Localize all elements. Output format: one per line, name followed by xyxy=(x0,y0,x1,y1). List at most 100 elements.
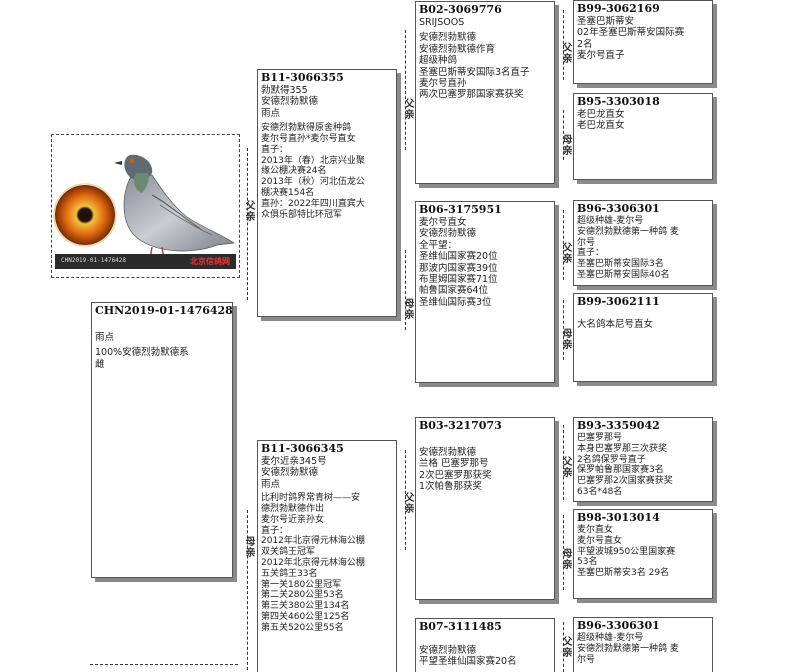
sss-card: B99-3062169 圣塞巴斯蒂安 02年圣塞巴斯蒂安国际赛 2名 麦尔号直子 xyxy=(573,0,713,84)
sire-line: 直子： xyxy=(261,144,289,155)
ss-line: SRIJSOOS xyxy=(419,17,465,28)
dam-dam-card: B07-3111485 安德烈勃默德 平望圣维仙国家赛20名 xyxy=(415,618,555,672)
dss-line: 2名鸽保罗号直子 xyxy=(577,454,646,465)
subject-line: 雌 xyxy=(95,358,105,370)
sire-line: 安德烈勃默德 xyxy=(261,96,319,108)
connector-line xyxy=(563,210,564,280)
connector-line xyxy=(563,515,564,590)
dss-line: 本身巴塞罗那三次获奖 xyxy=(577,443,668,454)
sire-line: 安德烈勃默得原舍种鸽 xyxy=(261,123,352,134)
sss-line: 02年圣塞巴斯蒂安国际赛 xyxy=(577,27,685,39)
ss-line: 安德烈勃默德作育 xyxy=(419,43,496,55)
sd-line: 那波内国家赛39位 xyxy=(419,262,498,274)
pigeon-image xyxy=(53,154,235,260)
sdd-ring: B99-3062111 xyxy=(577,295,660,308)
sd-line: 布里姆国家赛71位 xyxy=(419,274,498,286)
ds-ring: B03-3217073 xyxy=(419,419,502,432)
dsd-line: 麦尔号直女 xyxy=(577,535,623,546)
ss-line: 两次巴塞罗那国家赛获奖 xyxy=(419,89,524,101)
label-mother: 母亲 xyxy=(560,548,571,570)
dam-line: 第五关520公里55名 xyxy=(261,622,344,633)
dd-ring: B07-3111485 xyxy=(419,620,502,633)
dss-ring: B93-3359042 xyxy=(577,419,660,432)
sd-line: 麦尔号直女 xyxy=(419,217,467,228)
sd-line: 圣维仙国家赛20位 xyxy=(419,251,498,263)
dam-ring: B11-3066345 xyxy=(261,442,344,455)
dsd-line: 平望波城950公里国家赛 xyxy=(577,546,676,557)
ss-line: 圣塞巴斯蒂安国际3名直子 xyxy=(419,66,530,78)
sds-line: 直子： xyxy=(577,248,605,259)
ds-line: 兰格 巴塞罗那号 xyxy=(419,458,489,470)
photo-caption-strip: CHN2019-01-1476428 北京信鸽网 xyxy=(55,254,236,269)
dam-line: 雨点 xyxy=(261,478,281,490)
label-father: 父亲 xyxy=(560,242,571,264)
dds-card: B96-3306301 超级种雄-麦尔号 安德烈勃默德第一种鸽 麦 尔号 xyxy=(573,617,713,672)
dam-line: 麦尔近亲345号 xyxy=(261,456,327,467)
dss-line: 63名*48名 xyxy=(577,486,623,497)
ssd-ring: B95-3303018 xyxy=(577,95,660,108)
label-father: 父亲 xyxy=(402,98,413,120)
dam-line: 双关鸽王冠军 xyxy=(261,547,316,558)
connector-line xyxy=(90,664,238,665)
dam-line: 第一关180公里冠军 xyxy=(261,579,342,590)
dds-line: 超级种雄-麦尔号 xyxy=(577,633,644,643)
connector-line xyxy=(247,510,248,670)
dam-line: 麦尔号近亲孙女 xyxy=(261,514,325,525)
connector-line xyxy=(563,622,564,672)
sire-line: 勃默得355 xyxy=(261,85,308,96)
dss-card: B93-3359042 巴塞罗那号 本身巴塞罗那三次获奖 2名鸽保罗号直子 保罗… xyxy=(573,417,713,502)
connector-line xyxy=(563,10,564,80)
sss-line: 麦尔号直子 xyxy=(577,50,625,62)
pigeon-figure xyxy=(114,154,235,260)
sss-line: 圣塞巴斯蒂安 xyxy=(577,16,635,27)
sd-line: 全平望： xyxy=(419,239,458,251)
sd-line: 安德烈勃默德 xyxy=(419,228,477,240)
label-mother: 母亲 xyxy=(243,536,254,558)
sire-line: 雨点 xyxy=(261,107,281,119)
label-mother: 母亲 xyxy=(402,298,413,320)
dam-sire-card: B03-3217073 安德烈勃默德 兰格 巴塞罗那号 2次巴塞罗那获奖 1次帕… xyxy=(415,417,555,600)
sss-ring: B99-3062169 xyxy=(577,2,660,15)
dam-line: 第三关380公里134名 xyxy=(261,601,350,612)
dam-line: 五关鸽王33名 xyxy=(261,568,318,579)
eye-closeup xyxy=(55,185,115,245)
connector-line xyxy=(247,148,248,300)
sire-line: 缘公棚决赛24名 xyxy=(261,166,327,177)
sd-line: 圣维仙国际赛3位 xyxy=(419,296,492,308)
label-mother: 母亲 xyxy=(560,328,571,350)
dsd-line: 53名 xyxy=(577,557,598,568)
dsd-card: B98-3013014 麦尔直女 麦尔号直女 平望波城950公里国家赛 53名 … xyxy=(573,509,713,599)
sds-ring: B96-3306301 xyxy=(577,202,660,215)
ss-line: 安德烈勃默德 xyxy=(419,32,477,44)
label-father: 父亲 xyxy=(560,42,571,64)
sire-line: 2013年（春）北京兴业聚 xyxy=(261,155,365,166)
sire-line: 2013年（秋）河北伍龙公 xyxy=(261,177,365,188)
sds-line: 尔号 xyxy=(577,237,596,248)
dss-line: 保罗帕鲁那国家赛3名 xyxy=(577,465,664,476)
sire-ring: B11-3066355 xyxy=(261,71,344,84)
dam-line: 2012年北京得元林海公棚 xyxy=(261,558,365,568)
photo-watermark: 北京信鸽网 xyxy=(190,257,230,266)
ssd-line: 老巴龙直女 xyxy=(577,120,625,132)
dds-ring: B96-3306301 xyxy=(577,619,660,632)
ds-line: 安德烈勃默德 xyxy=(419,447,477,458)
sdd-line: 大名鸽本尼号直女 xyxy=(577,319,654,330)
pigeon-photo: CHN2019-01-1476428 北京信鸽网 xyxy=(51,134,240,278)
label-father: 父亲 xyxy=(560,636,571,658)
sds-line: 圣塞巴斯蒂安国际40名 xyxy=(577,269,670,280)
label-father: 父亲 xyxy=(560,456,571,478)
sds-line: 安德烈勃默德第一种鸽 麦 xyxy=(577,226,679,237)
connector-line xyxy=(405,30,406,150)
connector-line xyxy=(563,425,564,500)
ss-line: 麦尔号直孙 xyxy=(419,78,467,90)
sds-line: 圣塞巴斯蒂安国际3名 xyxy=(577,259,664,270)
dds-line: 安德烈勃默德第一种鸽 麦 xyxy=(577,643,679,654)
dam-line: 比利时鸽界常青树——安 xyxy=(261,493,361,504)
label-father: 父亲 xyxy=(243,200,254,222)
dsd-ring: B98-3013014 xyxy=(577,511,660,524)
dam-card: B11-3066345 麦尔近亲345号 安德烈勃默德 雨点 比利时鸽界常青树—… xyxy=(257,440,397,672)
dd-line: 平望圣维仙国家赛20名 xyxy=(419,656,517,668)
sd-ring: B06-3175951 xyxy=(419,203,502,216)
subject-line: 雨点 xyxy=(95,332,115,343)
ss-line: 超级种鸽 xyxy=(419,55,458,67)
